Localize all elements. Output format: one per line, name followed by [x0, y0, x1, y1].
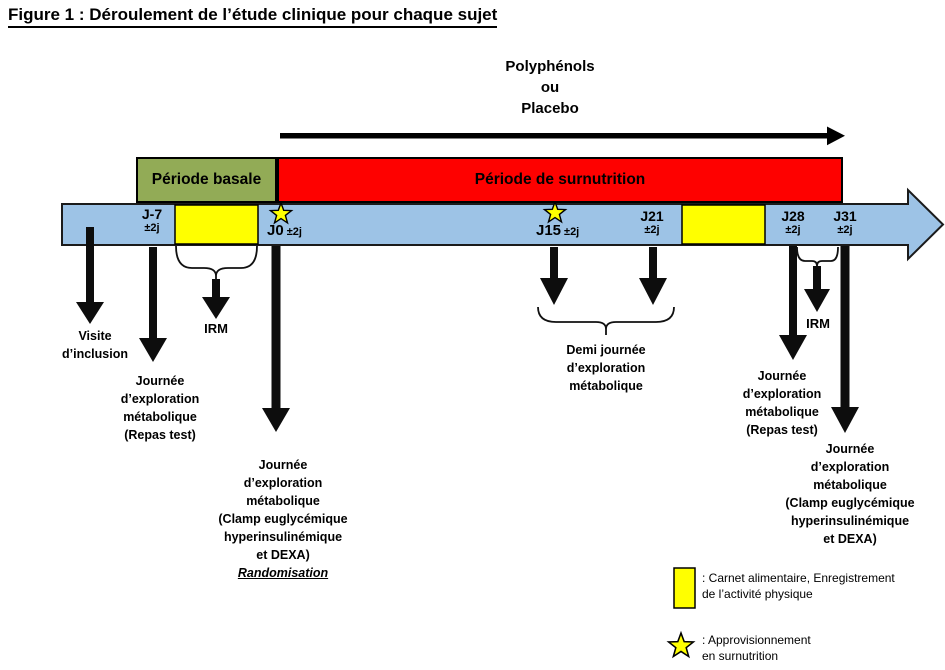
label-irm-left: IRM: [204, 321, 228, 336]
timeline-label-j31: J31 ±2j: [810, 208, 880, 237]
legend-star-icon: [666, 630, 696, 659]
brace-demi-journee: [537, 306, 675, 335]
label-demi-journee: Demi journée d’exploration métabolique: [566, 343, 646, 393]
event-arrow-irm-left: [202, 279, 230, 319]
tolerance-j28: ±2j: [785, 224, 801, 236]
day-j0: J0: [267, 222, 284, 239]
period-basale-box: Période basale: [136, 157, 277, 203]
label-j28-exploration: Journée d’exploration métabolique (Repas…: [742, 369, 822, 437]
label-j0-exploration-text: Journée d’exploration métabolique (Clamp…: [218, 458, 348, 562]
tolerance-j0: ±2j: [286, 226, 302, 238]
event-arrow-j21: [639, 247, 667, 305]
star-icon-j0: [268, 200, 294, 225]
event-arrow-j7: [139, 247, 167, 362]
treatment-arrow: [280, 126, 845, 146]
event-arrow-irm-right: [804, 266, 830, 312]
timeline-label-j21: J21 ±2j: [617, 208, 687, 237]
day-j21: J21: [640, 208, 664, 224]
food-diary-box-basale: [174, 204, 259, 245]
label-irm-right: IRM: [806, 316, 830, 331]
star-icon-j15: [542, 199, 568, 224]
legend-food-diary-label: : Carnet alimentaire, Enregistrement de …: [702, 571, 895, 601]
event-arrow-inclusion: [76, 227, 104, 324]
day-j15: J15: [536, 222, 562, 239]
timeline-label-j15: J15 ±2j: [536, 223, 579, 239]
legend-food-diary-swatch: [673, 567, 696, 609]
period-basale-label: Période basale: [151, 171, 262, 188]
figure-title: Figure 1 : Déroulement de l’étude cliniq…: [8, 5, 498, 28]
timeline-label-j0: J0 ±2j: [267, 223, 302, 239]
timeline-label-j28: J28 ±2j: [758, 208, 828, 237]
tolerance-j31: ±2j: [837, 224, 853, 236]
legend-star-label: : Approvisionnement en surnutrition: [702, 633, 811, 663]
brace-irm-left: [175, 245, 258, 281]
event-arrow-j28: [779, 246, 807, 360]
day-j28: J28: [781, 208, 805, 224]
day-j7: J-7: [141, 206, 163, 222]
brace-irm-right: [796, 246, 839, 267]
period-surnutrition-box: Période de surnutrition: [277, 157, 843, 203]
day-j31: J31: [833, 208, 857, 224]
treatment-label: Polyphénols ou Placebo: [505, 58, 595, 117]
tolerance-j21: ±2j: [644, 224, 660, 236]
label-randomisation: Randomisation: [237, 566, 329, 580]
period-surnutrition-label: Période de surnutrition: [474, 171, 646, 188]
label-j0-exploration: Journée d’exploration métabolique (Clamp…: [213, 438, 353, 600]
event-arrow-j0: [262, 246, 290, 432]
event-arrow-j15: [540, 247, 568, 305]
timeline-label-j7: J-7 ±2j: [117, 206, 187, 235]
label-visite-inclusion: Visite d’inclusion: [62, 329, 128, 361]
food-diary-box-surnutrition: [681, 204, 766, 245]
label-j31-exploration: Journée d’exploration métabolique (Clamp…: [785, 442, 915, 546]
tolerance-j7: ±2j: [144, 222, 160, 234]
label-j7-exploration: Journée d’exploration métabolique (Repas…: [120, 374, 200, 442]
event-arrow-j31: [831, 246, 859, 433]
tolerance-j15: ±2j: [564, 226, 580, 238]
